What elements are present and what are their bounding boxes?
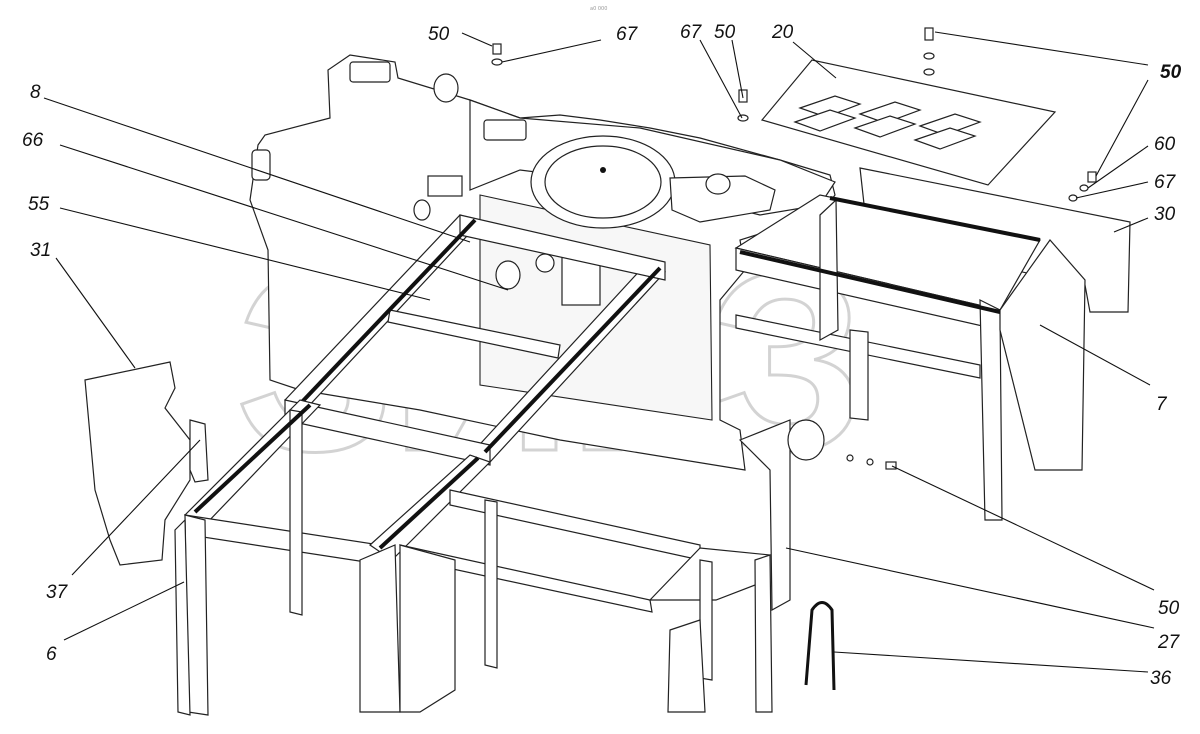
callout-55: 55 [28, 194, 50, 215]
callout-50-top-mid: 50 [714, 22, 736, 43]
callout-7: 7 [1156, 394, 1168, 415]
side-panel-31 [84, 361, 191, 566]
callout-67-top-left: 67 [616, 24, 639, 45]
top-cover-plate-20 [760, 59, 1057, 186]
callout-66: 66 [22, 130, 44, 151]
callout-27: 27 [1157, 632, 1181, 653]
callout-20: 20 [771, 22, 794, 43]
fasteners [491, 27, 1097, 470]
callout-50-top-left: 50 [428, 24, 450, 45]
bracket-37 [189, 419, 209, 483]
leader-lines [43, 31, 1155, 673]
frame-7 [734, 194, 1086, 521]
u-bolt-36 [804, 601, 836, 691]
callout-67-top-mid: 67 [680, 22, 703, 43]
callout-67-right: 67 [1154, 172, 1177, 193]
callout-50-right-bottom: 50 [1158, 598, 1180, 619]
lower-frame-27 [174, 399, 825, 716]
callout-37: 37 [46, 582, 69, 603]
callout-60: 60 [1154, 134, 1176, 155]
callout-labels: 50 67 67 50 20 8 66 55 31 50 60 67 30 7 … [22, 22, 1182, 689]
tiny-caption: a0 000 [590, 6, 607, 12]
callout-31: 31 [30, 240, 51, 261]
callout-50-right-top: 50 [1160, 62, 1182, 83]
callout-6: 6 [46, 644, 57, 665]
frame-8 [284, 214, 667, 466]
callout-8: 8 [30, 82, 41, 103]
callout-36: 36 [1150, 668, 1172, 689]
callout-30: 30 [1154, 204, 1176, 225]
